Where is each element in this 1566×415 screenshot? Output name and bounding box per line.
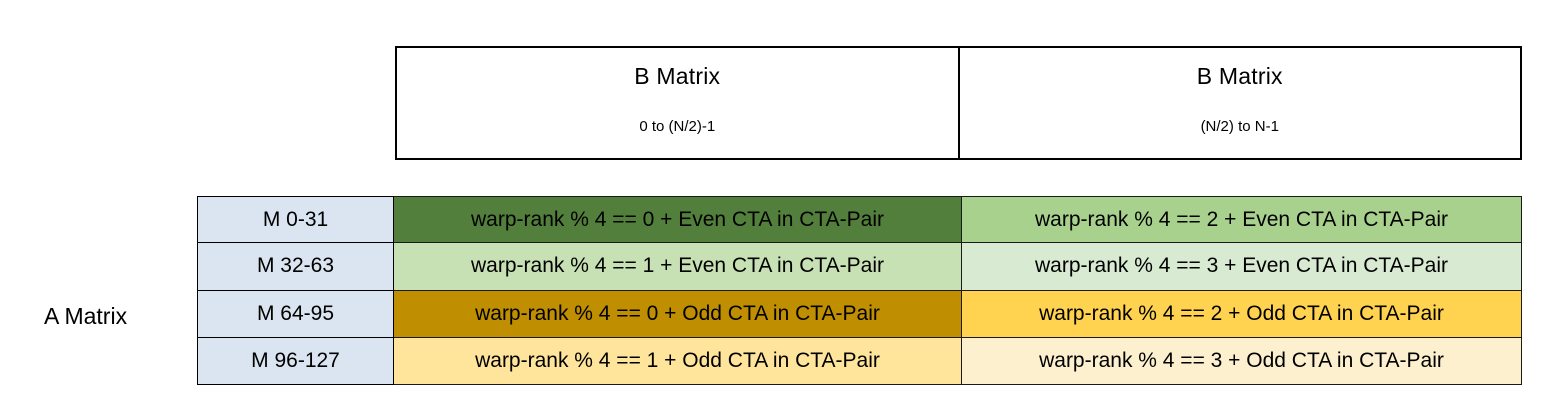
cell-r2-c1: warp-rank % 4 == 2 + Odd CTA in CTA-Pair [962,290,1522,338]
b-matrix-right-title: B Matrix [1196,63,1283,89]
b-matrix-header-cell-left: B Matrix 0 to (N/2)-1 [397,48,960,158]
cell-r3-c1: warp-rank % 4 == 3 + Odd CTA in CTA-Pair [962,337,1522,385]
row-label-m-0-31: M 0-31 [197,196,394,244]
cell-r1-c0: warp-rank % 4 == 1 + Even CTA in CTA-Pai… [394,243,962,291]
cell-r0-c1: warp-rank % 4 == 2 + Even CTA in CTA-Pai… [962,196,1522,244]
cell-r0-c0: warp-rank % 4 == 0 + Even CTA in CTA-Pai… [394,196,962,244]
table-row: M 64-95 warp-rank % 4 == 0 + Odd CTA in … [197,290,1522,338]
row-label-m-32-63: M 32-63 [197,243,394,291]
cell-r1-c1: warp-rank % 4 == 3 + Even CTA in CTA-Pai… [962,243,1522,291]
cell-r2-c0: warp-rank % 4 == 0 + Odd CTA in CTA-Pair [394,290,962,338]
b-matrix-left-title: B Matrix [634,63,721,89]
table-row: M 0-31 warp-rank % 4 == 0 + Even CTA in … [197,196,1522,244]
table-row: M 32-63 warp-rank % 4 == 1 + Even CTA in… [197,243,1522,291]
row-label-m-96-127: M 96-127 [197,337,394,385]
b-matrix-left-range: 0 to (N/2)-1 [639,118,716,135]
a-matrix-label: A Matrix [44,303,128,329]
b-matrix-header-table: B Matrix 0 to (N/2)-1 B Matrix (N/2) to … [395,46,1522,160]
b-matrix-right-range: (N/2) to N-1 [1200,118,1279,135]
cell-r3-c0: warp-rank % 4 == 1 + Odd CTA in CTA-Pair [394,337,962,385]
row-label-m-64-95: M 64-95 [197,290,394,338]
warp-assignment-grid: M 0-31 warp-rank % 4 == 0 + Even CTA in … [197,196,1522,385]
table-row: M 96-127 warp-rank % 4 == 1 + Odd CTA in… [197,337,1522,385]
b-matrix-header-cell-right: B Matrix (N/2) to N-1 [959,48,1520,158]
